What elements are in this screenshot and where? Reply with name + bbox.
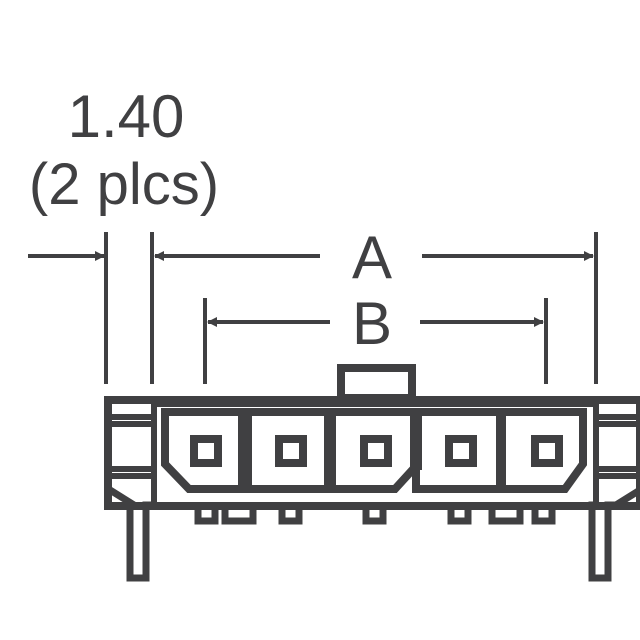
terminal-squares <box>190 435 563 467</box>
dimension-arrows <box>28 251 594 327</box>
extension-lines <box>104 232 598 384</box>
pitch-dimension-value: 1.40 <box>68 83 185 150</box>
bottom-tabs <box>194 502 556 525</box>
dimension-b-label: B <box>352 290 392 357</box>
pitch-dimension-note: (2 plcs) <box>29 152 219 217</box>
dimension-a-label: A <box>352 224 392 291</box>
mounting-pegs <box>108 487 640 582</box>
